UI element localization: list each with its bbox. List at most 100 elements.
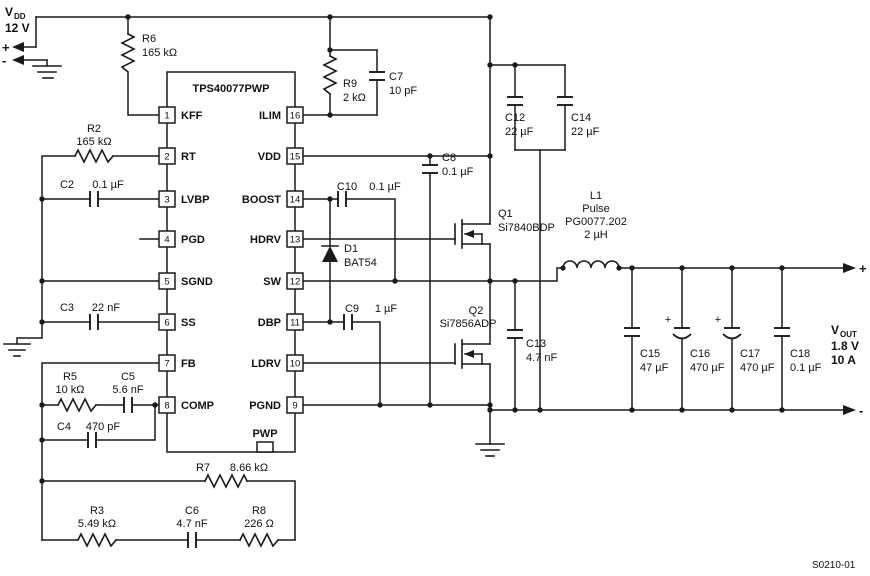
r7-ref: R7 [196, 462, 210, 474]
pin-box [286, 313, 304, 331]
c10-ref: C10 [337, 181, 357, 193]
capacitor-c12: C12 22 µF [505, 96, 534, 138]
capacitor-c15: C15 47 µF [624, 327, 669, 374]
pin-num: 9 [292, 401, 297, 412]
l1-ref: L1 [590, 190, 602, 202]
c18-value: 0.1 µF [790, 362, 822, 374]
pin-box [158, 230, 176, 248]
pin-box [158, 396, 176, 414]
input-terminals: + - V DD 12 V [2, 5, 30, 68]
capacitor-c13: C13 4.7 nF [507, 329, 557, 364]
c17-polarity-plus: + [715, 314, 721, 326]
l1-value: 2 µH [584, 229, 608, 241]
r3-ref: R3 [90, 505, 104, 517]
pin-num: 2 [164, 152, 169, 163]
q1-ref: Q1 [498, 208, 513, 220]
pin-name: RT [181, 151, 196, 163]
capacitor-c14: C14 22 µF [557, 96, 600, 138]
resistor-r9: R9 2 kΩ [322, 54, 366, 104]
pin-num: 5 [164, 277, 169, 288]
r5-value: 10 kΩ [55, 384, 84, 396]
ground-symbol-input [32, 65, 62, 79]
q1-value: Si7840BDP [498, 222, 555, 234]
pin-box [286, 106, 304, 124]
vdd-value: 12 V [5, 21, 30, 35]
r5-ref: R5 [63, 371, 77, 383]
resistor-r2: R2 165 kΩ [73, 123, 115, 164]
pin-num: 8 [164, 401, 169, 412]
r8-ref: R8 [252, 505, 266, 517]
wires [16, 16, 844, 541]
r9-value: 2 kΩ [343, 92, 366, 104]
q2-value: Si7856ADP [440, 318, 497, 330]
resistor-r7: R7 8.66 kΩ [196, 462, 268, 489]
pin-name: PGND [249, 400, 281, 412]
c6-ref: C6 [185, 505, 199, 517]
pin-num: 4 [164, 235, 169, 246]
c3-ref: C3 [60, 302, 74, 314]
pin-name: PGD [181, 234, 205, 246]
capacitor-c3: C3 22 nF [60, 302, 120, 330]
c12-ref: C12 [505, 112, 525, 124]
diode-triangle [322, 246, 338, 262]
c7-ref: C7 [389, 71, 403, 83]
capacitor-c5: C5 5.6 nF [112, 371, 144, 413]
c8-ref: C8 [442, 152, 456, 164]
l1-terminal-dot [616, 265, 622, 271]
l1-maker: Pulse [582, 203, 610, 215]
pin-num: 15 [290, 152, 301, 163]
r2-ref: R2 [87, 123, 101, 135]
l1-part: PG0077.202 [565, 216, 627, 228]
pin-box [286, 147, 304, 165]
pin-num: 3 [164, 195, 169, 206]
pin-box [158, 106, 176, 124]
pin-num: 11 [290, 318, 300, 329]
mosfet-q1: Q1 Si7840BDP [454, 208, 555, 249]
capacitor-c8: C8 0.1 µF [422, 152, 474, 178]
pin-name: KFF [181, 110, 203, 122]
pin-name: SGND [181, 276, 213, 288]
c2-ref: C2 [60, 179, 74, 191]
c9-value: 1 µF [375, 303, 398, 315]
capacitor-c7: C7 10 pF [369, 71, 417, 97]
diode-d1: D1 BAT54 [321, 243, 377, 269]
c12-value: 22 µF [505, 126, 534, 138]
c5-ref: C5 [121, 371, 135, 383]
c8-value: 0.1 µF [442, 166, 474, 178]
r2-value: 165 kΩ [76, 136, 111, 148]
resistor-r8: R8 226 Ω [238, 505, 280, 548]
pin-num: 13 [290, 235, 301, 246]
ic-tps40077: TPS40077PWP PWP 1 2 3 4 5 6 7 8 16 15 14 [158, 71, 304, 453]
r7-value: 8.66 kΩ [230, 462, 268, 474]
input-plus-arrow [12, 42, 24, 52]
d1-value: BAT54 [344, 257, 377, 269]
ground-symbol-left [3, 343, 31, 357]
ic-body [166, 71, 296, 453]
c15-value: 47 µF [640, 362, 669, 374]
junction-dots [39, 14, 785, 484]
pin-num: 16 [290, 111, 301, 122]
pin-num: 12 [290, 277, 301, 288]
pin-num: 10 [290, 359, 301, 370]
output-plus-sign: + [859, 261, 867, 276]
ic-name: TPS40077PWP [192, 83, 269, 95]
pin-box [286, 354, 304, 372]
pin-box [158, 313, 176, 331]
c16-ref: C16 [690, 348, 710, 360]
pin-name: FB [181, 358, 196, 370]
ground-symbol-power [475, 443, 505, 457]
input-minus-sign: - [2, 53, 6, 68]
capacitor-c4: C4 470 pF [57, 421, 120, 448]
c10-value: 0.1 µF [369, 181, 401, 193]
c14-value: 22 µF [571, 126, 600, 138]
pin-num: 1 [164, 111, 169, 122]
r9-ref: R9 [343, 78, 357, 90]
pin-box [158, 147, 176, 165]
inductor-l1: L1 Pulse PG0077.202 2 µH [560, 190, 627, 271]
pin-name: VDD [258, 151, 281, 163]
c13-ref: C13 [526, 338, 546, 350]
c17-ref: C17 [740, 348, 760, 360]
pin-box [158, 354, 176, 372]
r3-value: 5.49 kΩ [78, 518, 116, 530]
